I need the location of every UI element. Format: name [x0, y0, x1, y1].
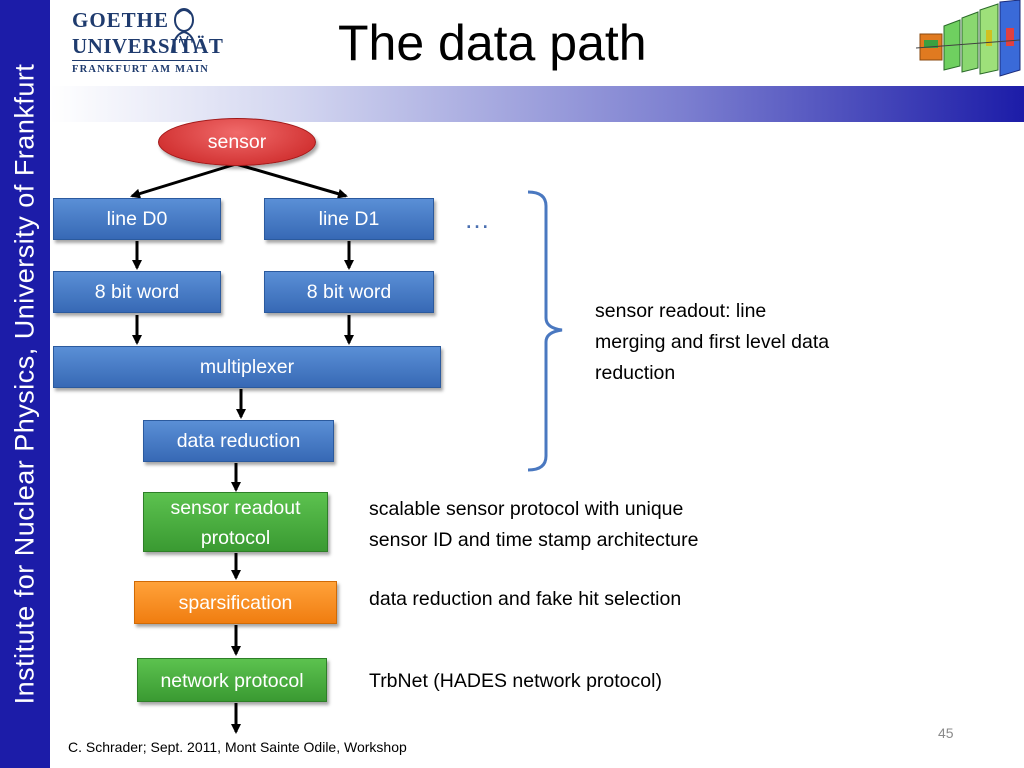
line-d0-node: line D0 — [53, 198, 221, 240]
logo-line-universitaet: UNIVERSITÄT — [72, 34, 224, 58]
protocol-desc-line2: sensor ID and time stamp architecture — [369, 529, 699, 551]
bracket-desc-line3: reduction — [595, 362, 676, 384]
line-d1-node: line D1 — [264, 198, 434, 240]
page-number: 45 — [938, 725, 954, 741]
network-protocol-node: network protocol — [137, 658, 327, 702]
word-left-node: 8 bit word — [53, 271, 221, 313]
university-logo: GOETHE UNIVERSITÄT FRANKFURT AM MAIN — [72, 6, 223, 82]
protocol-desc-line1: scalable sensor protocol with unique — [369, 498, 684, 520]
bracket-desc-line2: merging and first level data — [595, 331, 830, 353]
protocol-label-line2: protocol — [200, 527, 271, 549]
bracket-description: sensor readout: line merging and first l… — [595, 296, 829, 389]
ellipsis-more-lines: … — [464, 204, 492, 234]
sensor-node: sensor — [158, 118, 316, 166]
slide-footer: C. Schrader; Sept. 2011, Mont Sainte Odi… — [68, 739, 407, 755]
logo-line-goethe: GOETHE — [72, 8, 170, 32]
sparsification-node: sparsification — [134, 581, 337, 624]
goethe-portrait-icon — [171, 8, 197, 53]
sidebar: Institute for Nuclear Physics, Universit… — [0, 0, 50, 768]
protocol-label-line1: sensor readout — [170, 497, 301, 519]
slide-title: The data path — [338, 15, 647, 71]
arrow-sensor-to-d1 — [235, 162, 348, 199]
sensor-readout-protocol-node: sensor readout protocol — [143, 492, 328, 552]
protocol-description: scalable sensor protocol with unique sen… — [369, 494, 698, 556]
network-description: TrbNet (HADES network protocol) — [369, 670, 662, 692]
logo-line-frankfurt: FRANKFURT AM MAIN — [72, 64, 210, 75]
multiplexer-node: multiplexer — [53, 346, 441, 388]
bracket-desc-line1: sensor readout: line — [595, 300, 767, 322]
header-banner — [50, 86, 1024, 122]
data-reduction-node: data reduction — [143, 420, 334, 462]
word-right-node: 8 bit word — [264, 271, 434, 313]
readout-bracket — [527, 190, 563, 472]
arrow-sensor-to-d0 — [130, 162, 237, 199]
detector-illustration-icon — [916, 0, 1021, 77]
logo-divider — [72, 60, 202, 61]
sparsification-description: data reduction and fake hit selection — [369, 588, 682, 610]
